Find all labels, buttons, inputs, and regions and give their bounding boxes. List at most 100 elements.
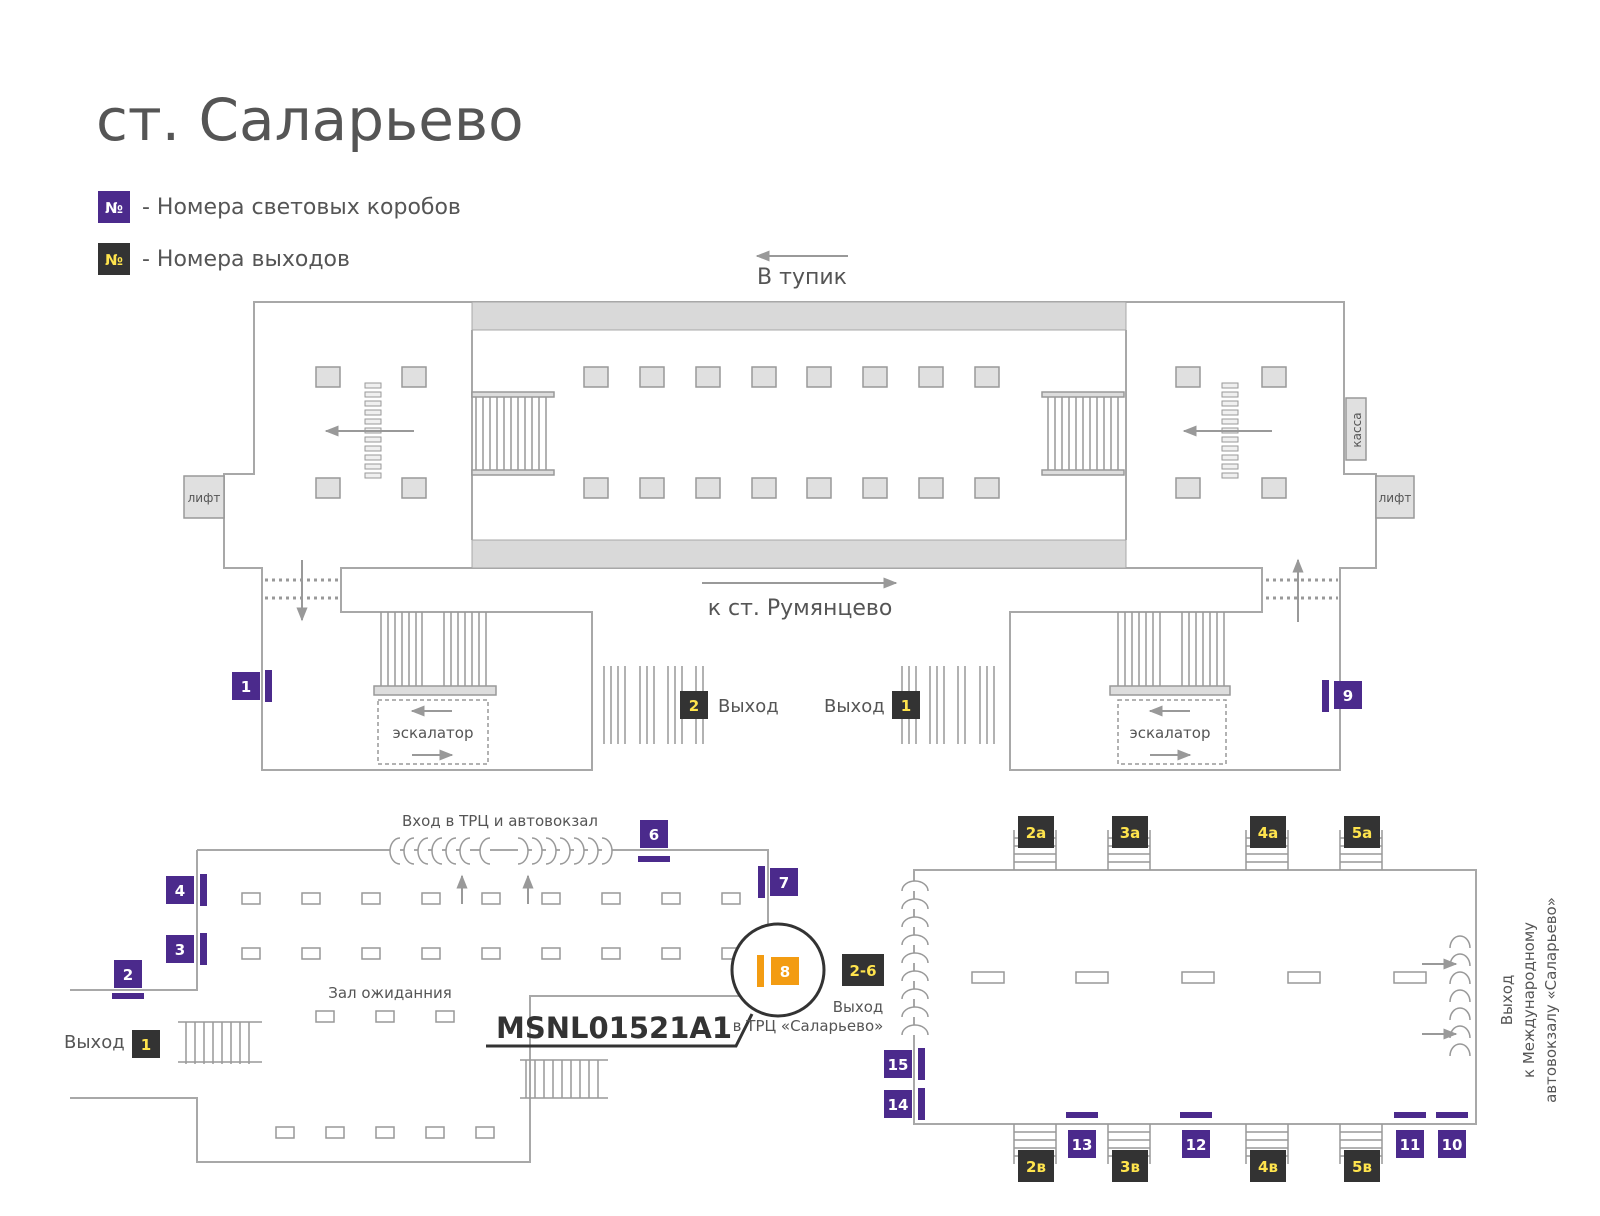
dead-end-arrow: В тупик	[755, 250, 848, 290]
lightbox-10: 10	[1436, 1112, 1468, 1158]
lightbox-7: 7	[758, 866, 798, 898]
exit-badge-text: 2	[689, 697, 699, 715]
lift-right-label: лифт	[1379, 491, 1412, 505]
lightbox-text: 2	[123, 966, 133, 984]
lightbox-text: 6	[649, 826, 659, 844]
exit-badge-text: 2а	[1026, 824, 1047, 842]
right-hall-doors-right	[1449, 935, 1471, 1057]
right-hall-doors-left	[901, 880, 929, 1036]
lightbox-text: 10	[1442, 1136, 1463, 1154]
legend-exit: № - Номера выходов	[98, 243, 350, 275]
platform-stairs-left	[471, 391, 555, 476]
exit-badge-text: 5в	[1352, 1158, 1372, 1176]
escalator-left	[373, 612, 497, 765]
hall-benches	[241, 892, 741, 1139]
exit-badge-5a: 5а	[1344, 816, 1380, 848]
lightbox-15: 15	[884, 1048, 925, 1080]
exit-2-label: Выход	[718, 696, 779, 717]
track-bottom	[471, 539, 1127, 569]
lightbox-text: 4	[175, 882, 185, 900]
exit-badge-4v: 4в	[1250, 1150, 1286, 1182]
exit-badge-text: 4в	[1258, 1158, 1278, 1176]
ticket-office: касса	[1345, 397, 1367, 461]
legend-lightbox: № - Номера световых коробов	[98, 191, 461, 223]
exit-badge-text: 5а	[1352, 824, 1373, 842]
lower-exit-stairs-left	[178, 1021, 262, 1064]
lightbox-text: 3	[175, 941, 185, 959]
lightbox-4: 4	[166, 874, 207, 906]
escalator-left-label: эскалатор	[393, 724, 474, 742]
exit-badge-2-6: 2-6	[842, 954, 884, 986]
right-hall-benches	[971, 971, 1427, 984]
lower-exit-stairs-bottom	[520, 1059, 608, 1099]
exit-badge-1-platform: 1	[892, 691, 920, 719]
escalator-right	[1109, 612, 1231, 765]
lightbox-text: 14	[888, 1096, 909, 1114]
escalator-right-label: эскалатор	[1130, 724, 1211, 742]
lightbox-12: 12	[1180, 1112, 1212, 1158]
lightbox-1: 1	[232, 670, 272, 702]
exit-badge-5v: 5в	[1344, 1150, 1380, 1182]
stairs-top	[1013, 830, 1383, 870]
bus-exit-line1: Выход	[1498, 975, 1516, 1026]
exit-tc-line2: в ТРЦ «Саларьево»	[733, 1017, 884, 1035]
platform-stairs-right	[1041, 391, 1125, 476]
legend-exit-label: - Номера выходов	[142, 247, 350, 272]
highlight-code: MSNL01521A1	[496, 1011, 732, 1045]
lightbox-text: 15	[888, 1056, 909, 1074]
ticket-office-label: касса	[1350, 412, 1364, 447]
exit-badge-text: 2в	[1026, 1158, 1046, 1176]
page-title: ст. Саларьево	[96, 86, 524, 154]
exit-badge-text: 1	[141, 1036, 151, 1054]
lightbox-text: 7	[779, 874, 789, 892]
exit-tc-line1: Выход	[833, 998, 884, 1016]
lift-left: лифт	[183, 475, 225, 519]
exit-badge-2a: 2а	[1018, 816, 1054, 848]
exit-badge-3a: 3а	[1112, 816, 1148, 848]
exit-badge-2v: 2в	[1018, 1150, 1054, 1182]
dead-end-label: В тупик	[757, 265, 847, 290]
to-station-label: к ст. Румянцево	[708, 596, 893, 621]
lightbox-9: 9	[1322, 680, 1362, 712]
lightbox-3: 3	[166, 933, 207, 965]
lightbox-6: 6	[638, 820, 670, 862]
lift-right: лифт	[1375, 475, 1415, 519]
exit-badge-4a: 4а	[1250, 816, 1286, 848]
exit-badge-text: 1	[901, 697, 911, 715]
lightbox-13: 13	[1066, 1112, 1098, 1158]
legend-lightbox-symbol: №	[105, 199, 123, 217]
lower-right-hall	[913, 869, 1477, 1125]
legend-lightbox-label: - Номера световых коробов	[142, 195, 461, 220]
track-top	[471, 301, 1127, 331]
bus-exit-line2: к Международному	[1520, 922, 1538, 1078]
stairs-bottom	[1013, 1124, 1383, 1164]
bus-exit-line3: автовокзалу «Саларьево»	[1542, 897, 1560, 1103]
exit-badge-text: 3а	[1120, 824, 1141, 842]
exit-badge-text: 4а	[1258, 824, 1279, 842]
bus-exit-label: Выход к Международному автовокзалу «Сала…	[1498, 897, 1560, 1103]
platform-columns	[315, 366, 1287, 499]
turnstiles-left	[364, 382, 382, 479]
lightbox-2: 2	[112, 960, 144, 999]
lower-exit-1-label: Выход	[64, 1032, 125, 1053]
lightbox-text: 9	[1343, 687, 1353, 705]
tc-entrance-label: Вход в ТРЦ и автовокзал	[402, 812, 598, 830]
highlight-box-number: 8	[780, 963, 790, 981]
exit-1-label: Выход	[824, 696, 885, 717]
exit-badge-3v: 3в	[1112, 1150, 1148, 1182]
exit-badge-1-lower: 1	[132, 1030, 160, 1058]
exit-badge-text: 3в	[1120, 1158, 1140, 1176]
lightbox-text: 11	[1400, 1136, 1421, 1154]
exit-badge-text: 2-6	[849, 962, 876, 980]
exit-badge-2-platform: 2	[680, 691, 708, 719]
tc-entrance-doors	[389, 837, 613, 865]
lift-left-label: лифт	[188, 491, 221, 505]
lightbox-text: 1	[241, 678, 251, 696]
waiting-hall-label: Зал ожиданния	[328, 984, 452, 1002]
lightbox-text: 13	[1072, 1136, 1093, 1154]
lightbox-text: 12	[1186, 1136, 1207, 1154]
highlight-lightbox-8: 8 MSNL01521A1	[486, 922, 826, 1048]
legend-exit-symbol: №	[105, 251, 123, 269]
lightbox-11: 11	[1394, 1112, 1426, 1158]
